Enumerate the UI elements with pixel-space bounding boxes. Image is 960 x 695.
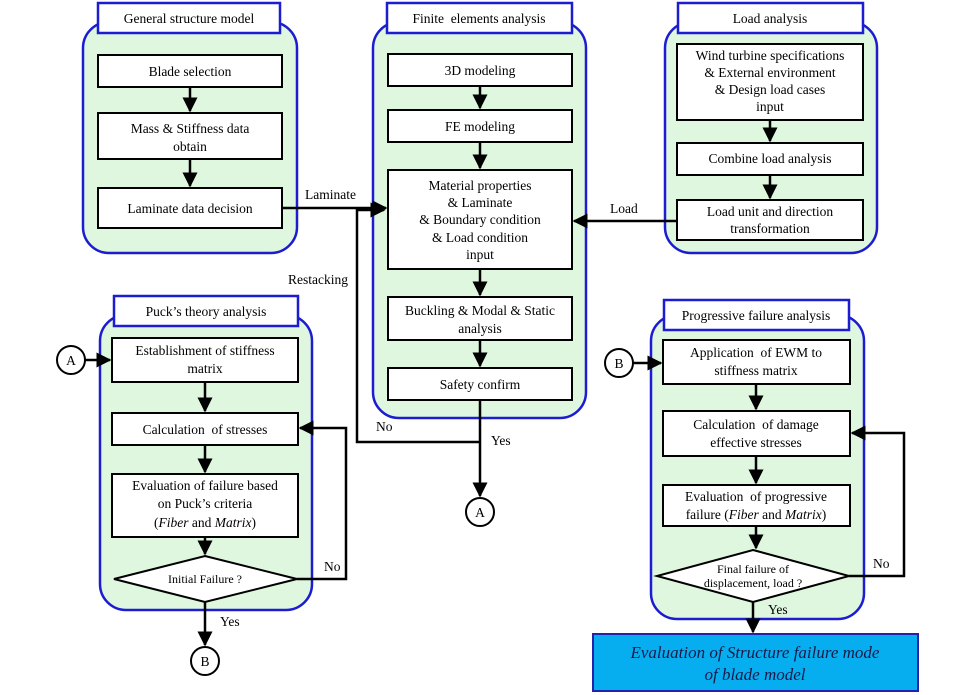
svg-text:failure (Fiber and Matrix): failure (Fiber and Matrix): [686, 507, 827, 522]
svg-text:Evaluation of Structure failur: Evaluation of Structure failure mode: [630, 643, 880, 662]
connector-b-right: B: [604, 348, 634, 378]
svg-text:General structure model: General structure model: [124, 11, 255, 26]
svg-text:effective stresses: effective stresses: [710, 435, 802, 450]
title-load-analysis: Load analysis: [676, 1, 865, 35]
box-establishment-stiffness-matrix: Establishment of stiffness matrix: [111, 337, 299, 383]
svg-text:Calculation of damage: Calculation of damage: [693, 417, 819, 432]
title-pucks-theory-analysis: Puck’s theory analysis: [112, 294, 300, 328]
svg-text:Evaluation of failure based: Evaluation of failure based: [132, 478, 278, 493]
title-finite-elements-analysis: Finite elements analysis: [385, 1, 574, 35]
svg-text:B: B: [614, 356, 623, 371]
svg-text:& Design load cases: & Design load cases: [715, 82, 826, 97]
connector-a-left: A: [56, 345, 86, 375]
box-combine-load-analysis: Combine load analysis: [676, 142, 864, 176]
svg-text:B: B: [200, 654, 209, 669]
svg-text:& Boundary condition: & Boundary condition: [419, 212, 541, 227]
svg-text:Progressive failure analysis: Progressive failure analysis: [682, 308, 830, 323]
svg-text:Blade selection: Blade selection: [149, 64, 232, 79]
svg-text:matrix: matrix: [187, 361, 222, 376]
svg-text:Initial Failure ?: Initial Failure ?: [168, 572, 242, 586]
svg-text:Mass & Stiffness data: Mass & Stiffness data: [131, 121, 250, 136]
box-fe-modeling: FE modeling: [387, 109, 573, 143]
box-mass-stiffness-data: Mass & Stiffness data obtain: [97, 112, 283, 160]
svg-text:Load unit and direction: Load unit and direction: [707, 204, 834, 219]
arrows: [85, 86, 906, 647]
box-evaluation-puck-criteria: Evaluation of failure based on Puck’s cr…: [111, 473, 299, 538]
box-evaluation-progressive-failure: Evaluation of progressive failure (Fiber…: [662, 484, 851, 527]
svg-text:stiffness matrix: stiffness matrix: [714, 363, 798, 378]
box-wind-turbine-specifications: Wind turbine specifications & External e…: [676, 43, 864, 121]
label-yes-final: Yes: [768, 602, 788, 617]
title-progressive-failure-analysis: Progressive failure analysis: [662, 298, 851, 332]
box-calculation-of-stresses: Calculation of stresses: [111, 412, 299, 446]
svg-text:Application of EWM to: Application of EWM to: [690, 345, 822, 360]
box-blade-selection: Blade selection: [97, 54, 283, 88]
box-calculation-damage-stresses: Calculation of damage effective stresses: [662, 410, 851, 457]
label-yes-safety: Yes: [491, 433, 511, 448]
svg-text:FE modeling: FE modeling: [445, 119, 515, 134]
svg-text:analysis: analysis: [458, 321, 502, 336]
label-restacking: Restacking: [288, 272, 348, 287]
svg-text:Finite elements analysis: Finite elements analysis: [412, 11, 545, 26]
svg-text:Puck’s theory analysis: Puck’s theory analysis: [146, 304, 267, 319]
svg-text:Laminate data decision: Laminate data decision: [127, 201, 252, 216]
svg-text:input: input: [466, 247, 494, 262]
svg-text:A: A: [475, 505, 485, 520]
box-final-evaluation: Evaluation of Structure failure mode of …: [592, 633, 919, 692]
svg-text:on Puck’s criteria: on Puck’s criteria: [158, 496, 252, 511]
box-laminate-data-decision: Laminate data decision: [97, 187, 283, 229]
box-load-unit-direction: Load unit and direction transformation: [676, 199, 864, 241]
svg-text:Wind turbine specifications: Wind turbine specifications: [696, 48, 845, 63]
svg-text:Combine load analysis: Combine load analysis: [709, 151, 832, 166]
svg-text:3D modeling: 3D modeling: [445, 63, 516, 78]
title-general-structure-model: General structure model: [96, 1, 282, 35]
svg-text:displacement, load ?: displacement, load ?: [704, 576, 802, 590]
label-load: Load: [610, 201, 638, 216]
label-no-safety: No: [376, 419, 393, 434]
svg-text:of blade model: of blade model: [704, 665, 805, 684]
label-no-initial: No: [324, 559, 341, 574]
svg-text:Buckling & Modal & Static: Buckling & Modal & Static: [405, 303, 555, 318]
svg-text:& External environment: & External environment: [704, 65, 835, 80]
label-yes-initial: Yes: [220, 614, 240, 629]
svg-text:Material properties: Material properties: [428, 178, 531, 193]
svg-text:Evaluation of progressive: Evaluation of progressive: [685, 489, 827, 504]
svg-text:obtain: obtain: [173, 139, 207, 154]
svg-text:& Laminate: & Laminate: [448, 195, 513, 210]
svg-text:A: A: [66, 353, 76, 368]
svg-text:transformation: transformation: [730, 221, 810, 236]
svg-text:Final failure of: Final failure of: [717, 562, 789, 576]
svg-text:input: input: [756, 99, 784, 114]
box-buckling-modal-static: Buckling & Modal & Static analysis: [387, 296, 573, 341]
decision-final-failure: Final failure of displacement, load ?: [653, 548, 853, 604]
svg-text:Safety confirm: Safety confirm: [440, 377, 521, 392]
svg-text:& Load condition: & Load condition: [432, 230, 528, 245]
box-safety-confirm: Safety confirm: [387, 367, 573, 401]
svg-text:Establishment of stiffness: Establishment of stiffness: [135, 343, 274, 358]
svg-text:Calculation of stresses: Calculation of stresses: [143, 422, 268, 437]
box-material-properties-input: Material properties & Laminate & Boundar…: [387, 169, 573, 270]
svg-text:Load analysis: Load analysis: [733, 11, 808, 26]
connector-b-bottom: B: [190, 646, 220, 676]
label-laminate: Laminate: [305, 187, 356, 202]
box-3d-modeling: 3D modeling: [387, 53, 573, 87]
svg-text:(Fiber and Matrix): (Fiber and Matrix): [154, 515, 256, 530]
label-no-final: No: [873, 556, 890, 571]
connector-a-bottom: A: [465, 497, 495, 527]
box-application-ewm: Application of EWM to stiffness matrix: [662, 339, 851, 385]
